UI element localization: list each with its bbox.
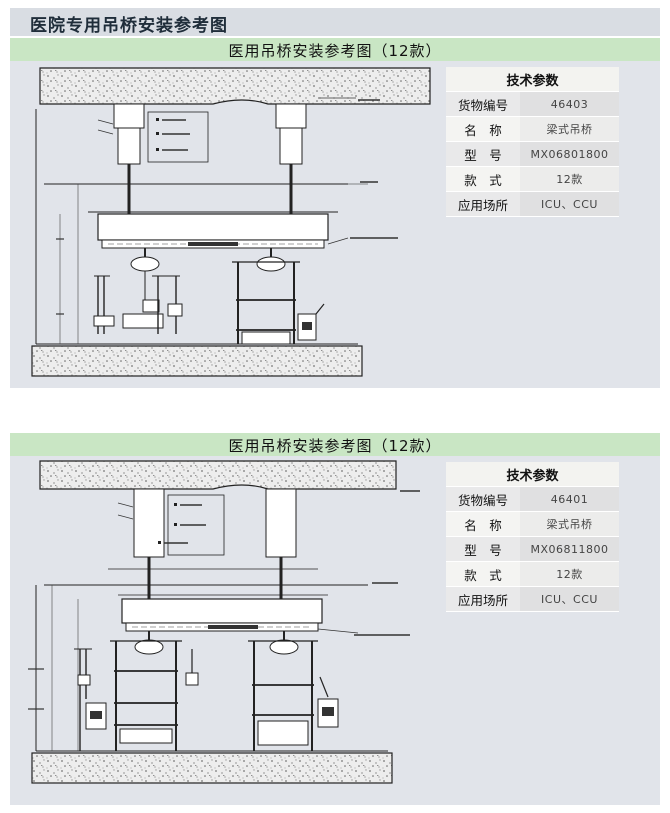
spec-value: 46401 — [520, 486, 619, 512]
spec-value: ICU、CCU — [520, 586, 619, 612]
spec-label: 型 号 — [446, 536, 520, 562]
spec-value: 46403 — [520, 91, 619, 117]
installation-drawing — [31, 67, 431, 377]
spec-label: 名 称 — [446, 511, 520, 537]
panel-title: 医用吊桥安装参考图（12款） — [228, 42, 442, 60]
spec-header: 技术参数 — [446, 462, 619, 487]
spec-label: 款 式 — [446, 561, 520, 587]
page-header: 医院专用吊桥安装参考图 — [10, 8, 660, 36]
bridge-beam — [97, 213, 329, 241]
panel-2: 医用吊桥安装参考图（12款） — [10, 433, 660, 805]
spec-value: 梁式吊桥 — [520, 116, 619, 142]
spec-value: ICU、CCU — [520, 191, 619, 217]
spec-value: 12款 — [520, 166, 619, 192]
spec-value: 梁式吊桥 — [520, 511, 619, 537]
spec-label: 款 式 — [446, 166, 520, 192]
spec-label: 应用场所 — [446, 191, 520, 217]
floor-slab — [31, 345, 363, 377]
panel-1: 医用吊桥安装参考图（12款） — [10, 38, 660, 388]
spec-header: 技术参数 — [446, 67, 619, 92]
ceiling-slab — [39, 67, 431, 105]
spec-value: 12款 — [520, 561, 619, 587]
panel-title: 医用吊桥安装参考图（12款） — [228, 437, 442, 455]
spec-label: 名 称 — [446, 116, 520, 142]
spec-label: 型 号 — [446, 141, 520, 167]
spec-value: MX06811800 — [520, 536, 619, 562]
spec-label: 货物编号 — [446, 486, 520, 512]
floor-slab — [31, 752, 393, 784]
ceiling-slab — [39, 460, 397, 490]
spec-label: 货物编号 — [446, 91, 520, 117]
panel-title-bar: 医用吊桥安装参考图（12款） — [10, 38, 660, 61]
bridge-beam — [121, 598, 323, 624]
panel-title-bar: 医用吊桥安装参考图（12款） — [10, 433, 660, 456]
spec-value: MX06801800 — [520, 141, 619, 167]
spec-label: 应用场所 — [446, 586, 520, 612]
installation-drawing — [28, 460, 420, 784]
page-title: 医院专用吊桥安装参考图 — [30, 16, 228, 36]
